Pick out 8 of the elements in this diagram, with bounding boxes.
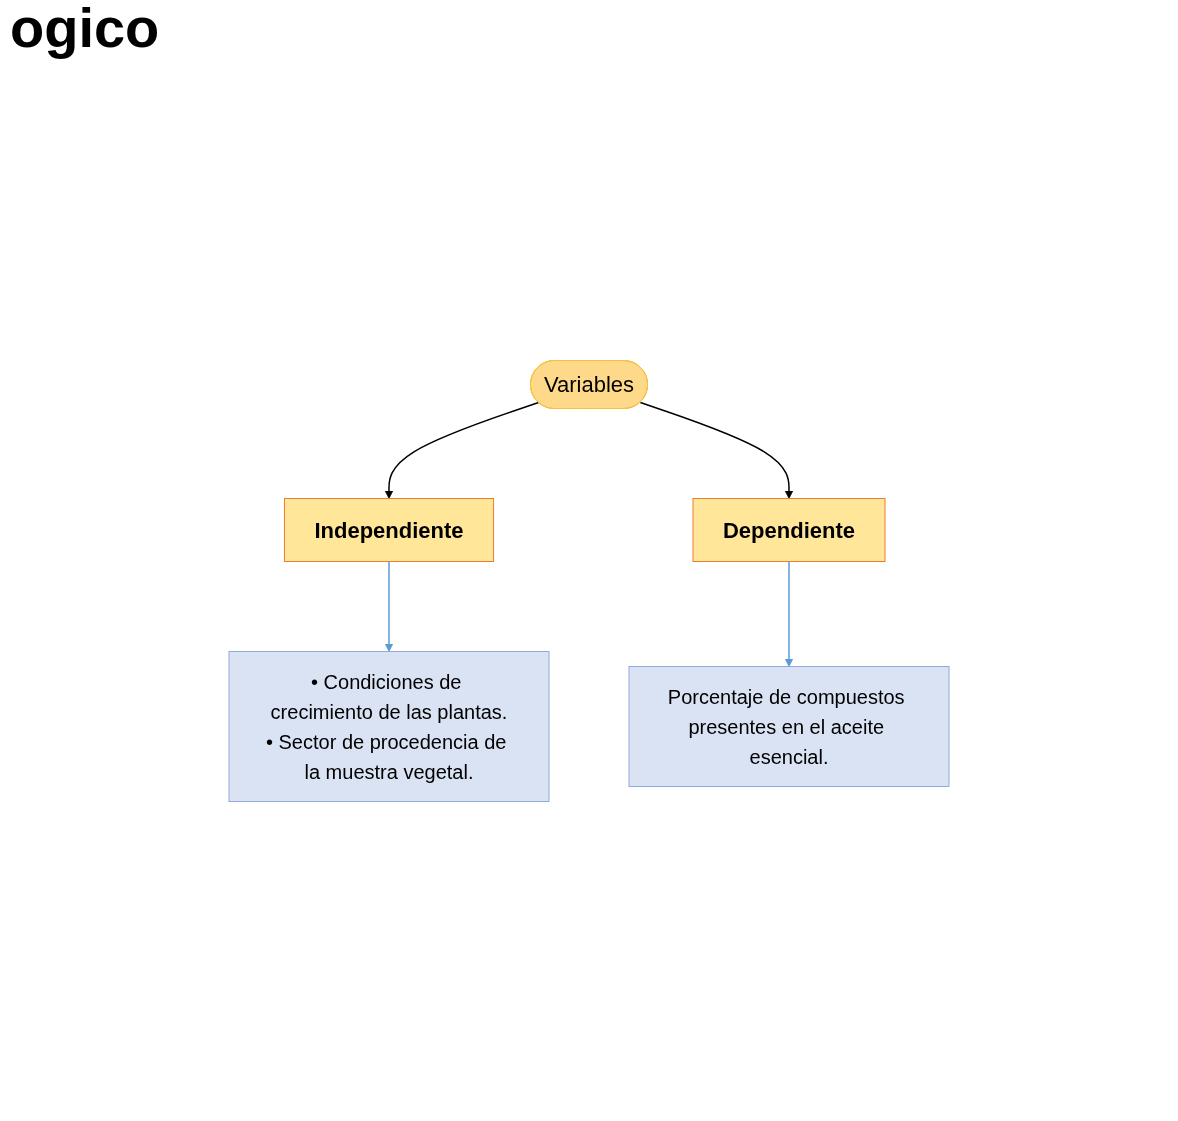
arrow xyxy=(784,560,794,667)
arrow xyxy=(639,401,794,499)
arrow xyxy=(384,401,540,499)
node-box: Independiente xyxy=(283,498,495,562)
node-box: Porcentaje de compuestos presentes en el aceite esencial. xyxy=(628,666,950,787)
node-box: Dependiente xyxy=(692,498,886,562)
node-box: • Condiciones de crecimiento de las plantas. • Sector de procedencia de la muestra vegetal. xyxy=(228,651,550,802)
arrow xyxy=(384,560,394,652)
